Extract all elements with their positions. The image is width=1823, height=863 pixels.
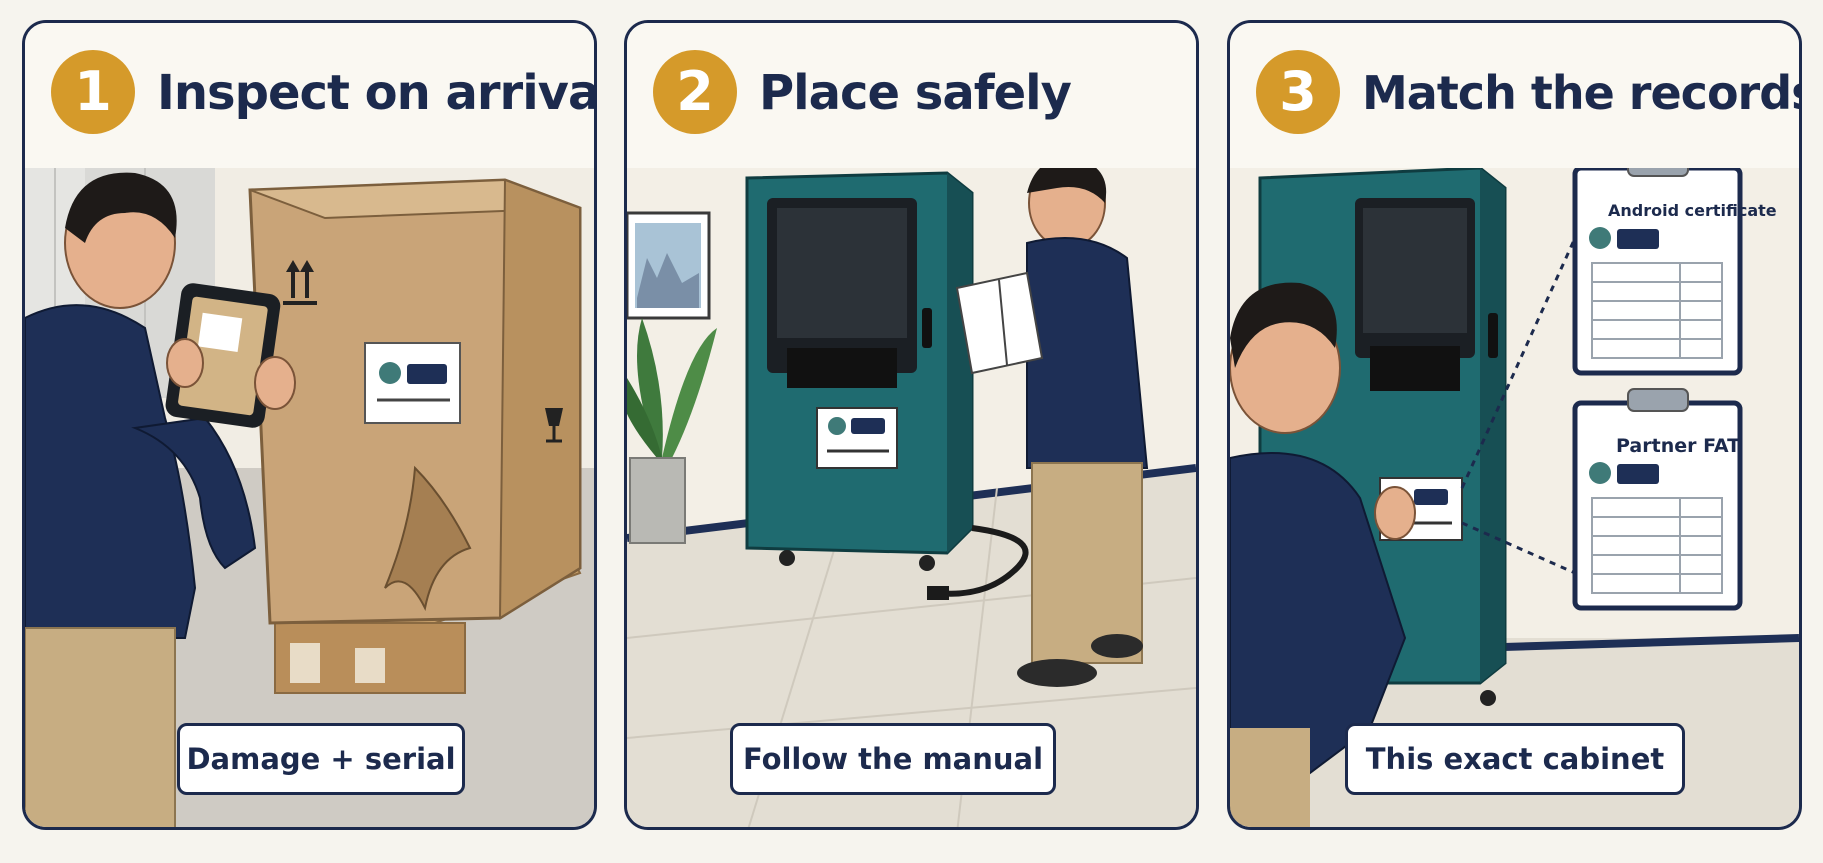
step-caption: This exact cabinet [1345,723,1685,795]
technician-with-manual [955,168,1149,687]
step-panel-2: 2 Place safely Follow the manual [624,20,1199,830]
potted-plant [627,318,717,544]
step-header: 3 Match the records [1230,23,1799,168]
link-line-certificate [1460,237,1577,489]
step-header: 2 Place safely [627,23,1196,168]
step-number-badge: 1 [51,50,135,134]
step-title: Match the records [1362,66,1802,120]
step-header: 1 Inspect on arrival [25,23,594,168]
technician [25,172,257,827]
records-illustration [1230,168,1799,827]
step-title: Inspect on arrival [157,65,597,121]
tablet-device [165,283,281,428]
inspection-illustration [25,168,594,827]
document-title-android-certificate: Android certificate [1608,201,1777,220]
wall-picture [627,211,711,320]
open-manual [955,271,1044,375]
scene-place-safely [627,168,1196,827]
this-side-up-icon [283,260,317,305]
link-line-fat [1461,521,1576,575]
document-title-partner-fat: Partner FAT [1616,435,1741,457]
step-panel-1: 1 Inspect on arrival Damage + serial [22,20,597,830]
kiosk-cabinet [745,171,1029,600]
step-number-badge: 2 [653,50,737,134]
cabinet-label [816,407,898,469]
step-caption: Damage + serial [177,723,465,795]
placement-illustration [627,168,1196,827]
scene-match-the-records [1230,168,1799,827]
fragile-icon [545,408,563,443]
scene-inspect-on-arrival [25,168,594,827]
clipboard-partner-fat [1572,388,1743,611]
step-caption: Follow the manual [730,723,1056,795]
clipboard-android-certificate [1572,168,1743,376]
step-panel-3: 3 Match the records Android certificate … [1227,20,1802,830]
step-title: Place safely [759,65,1072,121]
step-number-badge: 3 [1256,50,1340,134]
